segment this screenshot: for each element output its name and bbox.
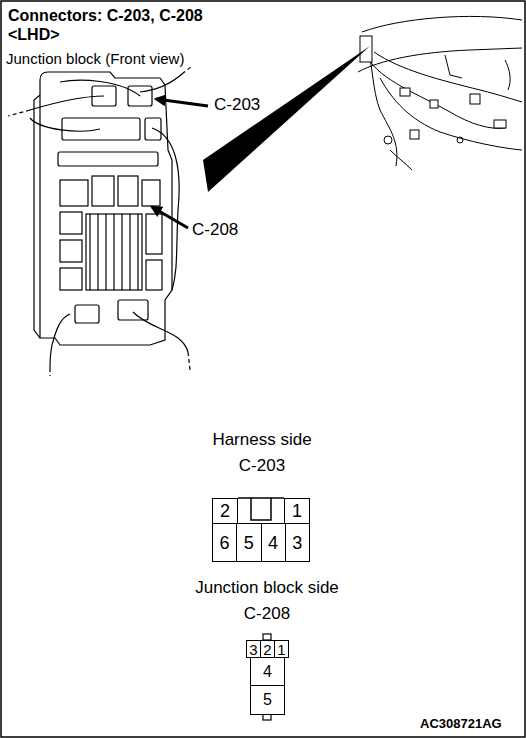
terminal-cell: 1 bbox=[284, 498, 310, 524]
terminal-cell: 5 bbox=[250, 685, 285, 715]
pin-number: 1 bbox=[292, 502, 302, 520]
terminal-cell: 3 bbox=[285, 523, 311, 562]
callout-arrow bbox=[156, 99, 208, 106]
pin-number: 4 bbox=[263, 664, 272, 680]
pin-number: 1 bbox=[277, 642, 285, 657]
callout-arrow bbox=[152, 207, 188, 228]
connector-callout: C-203 bbox=[214, 95, 260, 115]
terminal-cell: 1 bbox=[274, 640, 289, 658]
pin-number: 2 bbox=[263, 642, 271, 657]
empty-cavity bbox=[251, 498, 271, 520]
pin-number: 4 bbox=[268, 534, 278, 552]
connector-callout: C-208 bbox=[192, 220, 238, 240]
figure-code: AC308721AG bbox=[420, 716, 502, 732]
pin-number: 3 bbox=[292, 534, 302, 552]
pin-number: 5 bbox=[244, 534, 254, 552]
connector-name: C-203 bbox=[239, 456, 285, 476]
terminal-cell: 4 bbox=[250, 657, 285, 686]
view-wedge bbox=[203, 46, 370, 192]
side-label: Junction block side bbox=[195, 578, 339, 598]
connector-outline bbox=[238, 497, 284, 499]
view-label: Junction block (Front view) bbox=[6, 50, 184, 68]
pin-number: 5 bbox=[263, 692, 272, 708]
pin-number: 2 bbox=[220, 502, 230, 520]
pin-number: 3 bbox=[249, 642, 257, 657]
dashboard-drawing bbox=[358, 16, 522, 170]
terminal-cell: 5 bbox=[236, 523, 262, 562]
terminal-cell: 3 bbox=[246, 640, 261, 658]
terminal-cell: 2 bbox=[260, 640, 275, 658]
terminal-cell: 6 bbox=[212, 523, 237, 562]
pin-number: 6 bbox=[219, 534, 229, 552]
junction-block-drawing bbox=[8, 66, 192, 376]
connector-name: C-208 bbox=[244, 604, 290, 624]
title: Connectors: C-203, C-208 <LHD> bbox=[8, 6, 248, 44]
side-label: Harness side bbox=[212, 430, 311, 450]
terminal-cell: 4 bbox=[261, 523, 286, 562]
terminal-cell: 2 bbox=[212, 498, 238, 524]
